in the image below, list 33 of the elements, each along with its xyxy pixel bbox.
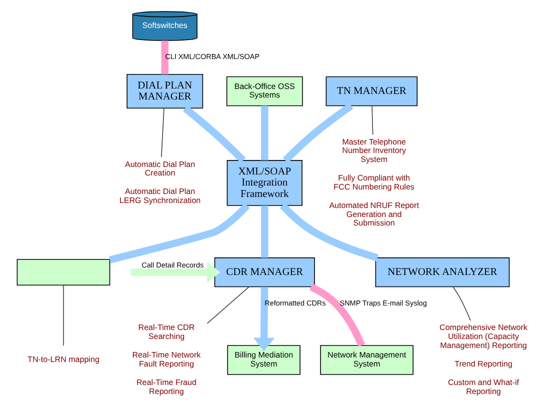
node-text: Automatic Dial Plan Creation Automatic Dial Plan LERG Synchronization [118,160,200,206]
node-box [16,259,110,286]
node-box: XML/SOAP Integration Framework [226,160,302,206]
connector [309,284,365,347]
edge-label: SNMP Traps E-mail Syslog [339,298,426,308]
node-text: TN-to-LRN mapping [27,355,99,364]
node-box: Billing Mediation System [226,345,300,375]
connector [371,105,373,136]
edge-label: CLI XML/CORBA XML/SOAP [164,52,260,62]
connector [282,102,353,163]
node-box: Back-Office OSS Systems [226,76,302,106]
connector [260,106,268,160]
arrow [130,262,220,283]
node-box: CDR MANAGER [214,257,314,288]
connector [260,206,268,258]
node-text: Master Telephone Number Inventory System Fully Compliant with FCC Numbering Rules Automated NRUF Report Generation and Submission [328,137,418,228]
connector [182,105,246,163]
connector [160,40,168,74]
node-box: TN MANAGER [325,76,418,106]
node-text: Real-Time CDR Searching Real-Time Network Fault Reporting Real-Time Fraud Reporting [132,323,200,396]
edge-label: Reformatted CDRs [264,298,326,308]
node-box: NETWORK ANALYZER [374,257,510,288]
connector [206,286,249,324]
arrow [252,286,274,352]
node-text: Comprehensive Network Utilization (Capacity Management) Reporting Trend Reporting Custom and What-if Reporting [439,323,527,396]
connector [108,203,250,264]
edge-label: Call Detail Records [141,260,204,270]
connector [160,108,164,158]
node-box: Network Management System [320,345,413,375]
connector [62,285,64,346]
node-box: DIAL PLAN MANAGER [126,74,203,109]
connector [279,203,378,262]
connector [452,286,470,321]
